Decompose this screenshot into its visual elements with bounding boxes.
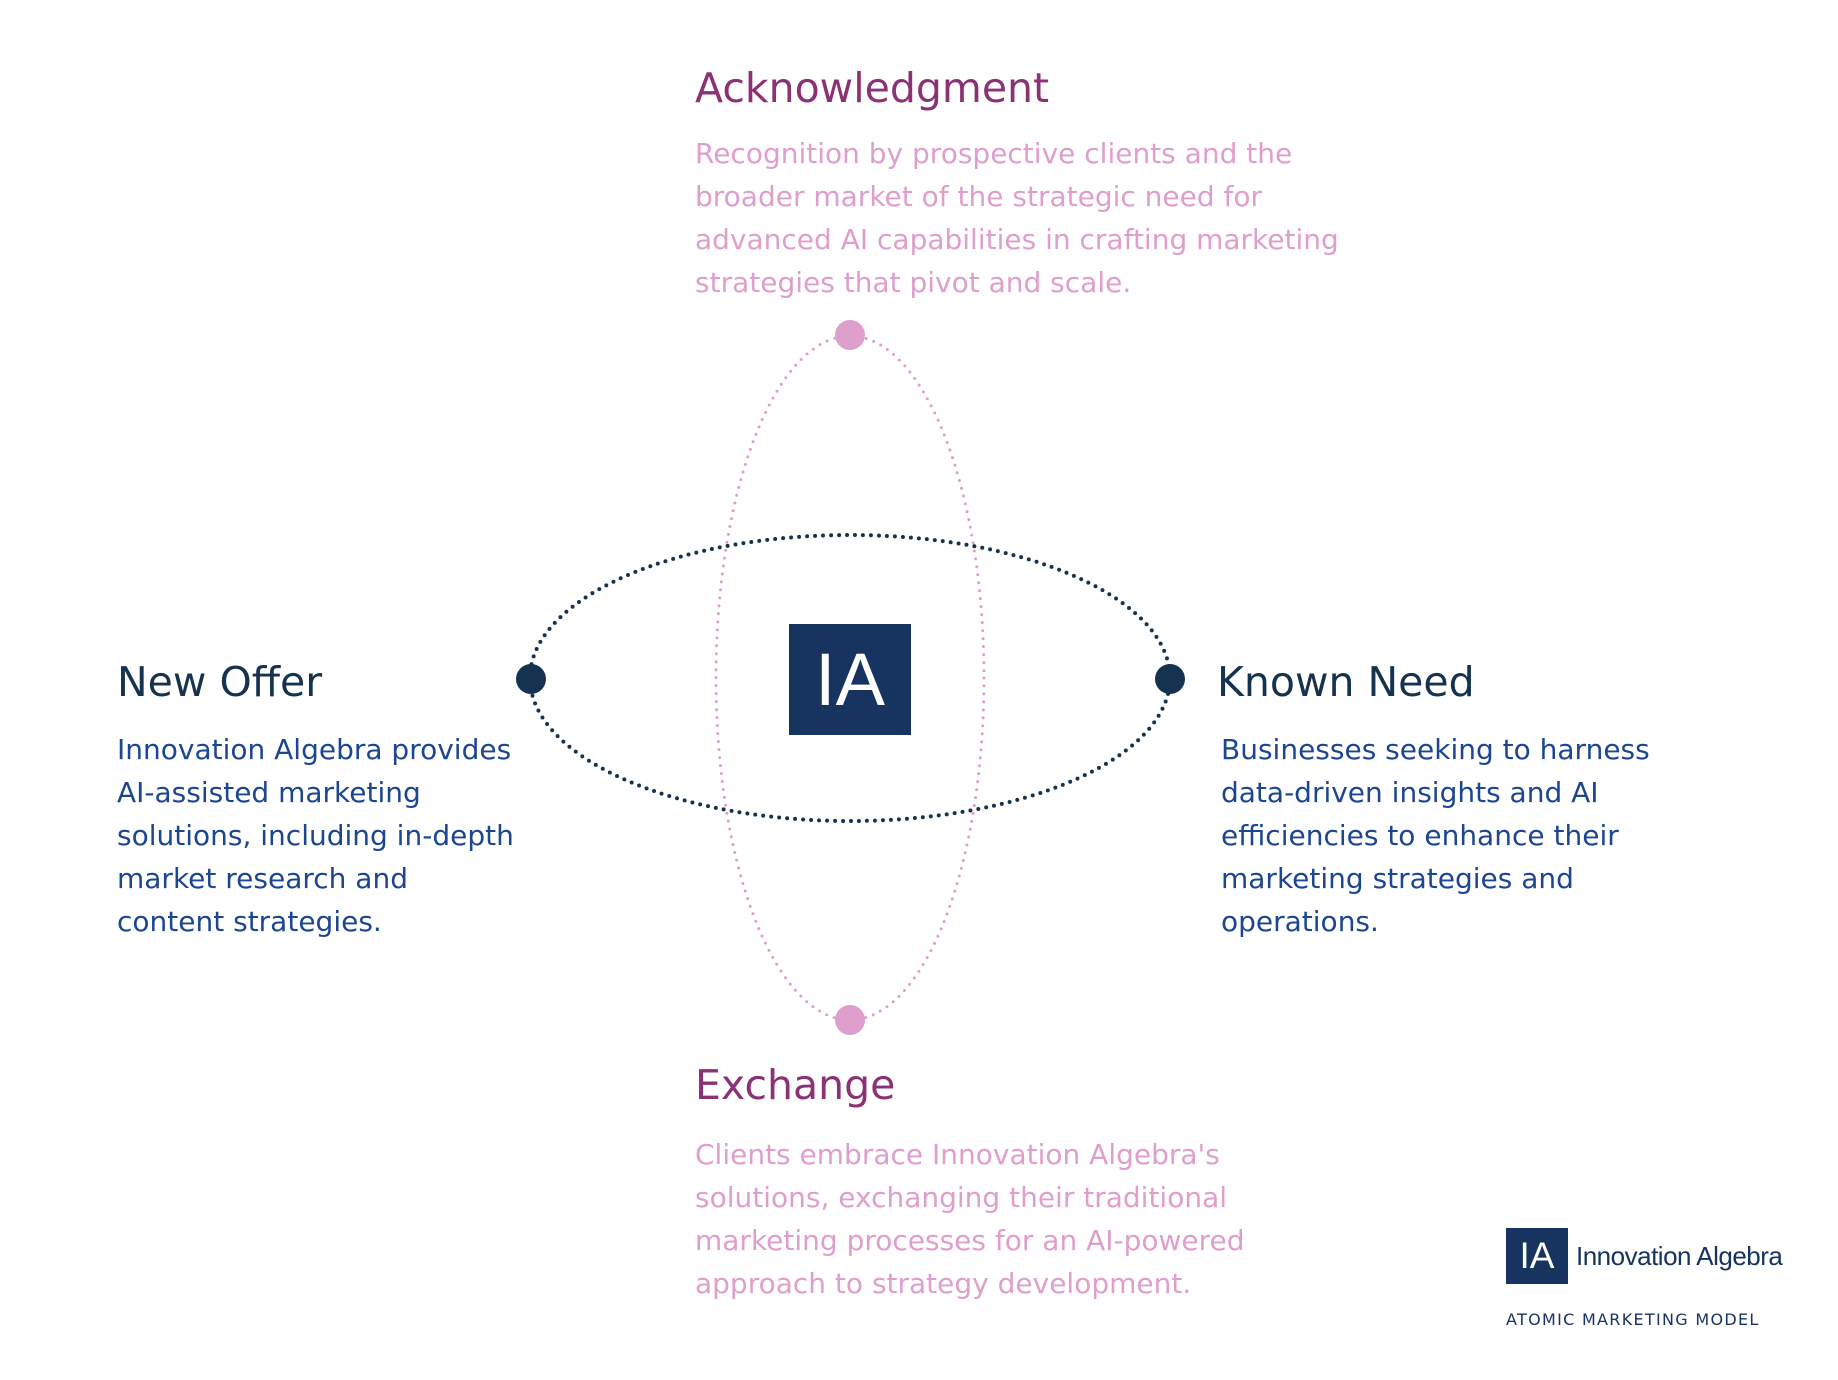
acknowledgment-node bbox=[835, 320, 865, 350]
acknowledgment-line: Recognition by prospective clients and t… bbox=[695, 137, 1293, 170]
exchange-line: approach to strategy development. bbox=[695, 1267, 1192, 1300]
new-offer-line: AI-assisted marketing bbox=[117, 776, 421, 809]
brand-logo-box: IA bbox=[1506, 1228, 1568, 1284]
exchange-line: Clients embrace Innovation Algebra's bbox=[695, 1138, 1220, 1171]
new-offer-line: market research and bbox=[117, 862, 408, 895]
brand-name: Innovation Algebra bbox=[1576, 1241, 1783, 1271]
exchange-description: Clients embrace Innovation Algebra's sol… bbox=[695, 1133, 1245, 1305]
known-need-description: Businesses seeking to harness data-drive… bbox=[1221, 728, 1650, 943]
acknowledgment-line: advanced AI capabilities in crafting mar… bbox=[695, 223, 1339, 256]
known-need-line: marketing strategies and bbox=[1221, 862, 1574, 895]
acknowledgment-line: strategies that pivot and scale. bbox=[695, 266, 1132, 299]
brand-subtitle: ATOMIC MARKETING MODEL bbox=[1506, 1310, 1760, 1329]
acknowledgment-line: broader market of the strategic need for bbox=[695, 180, 1263, 213]
known-need-line: efficiencies to enhance their bbox=[1221, 819, 1619, 852]
known-need-line: data-driven insights and AI bbox=[1221, 776, 1599, 809]
exchange-line: solutions, exchanging their traditional bbox=[695, 1181, 1228, 1214]
known-need-line: operations. bbox=[1221, 905, 1379, 938]
center-ia-logo: IA bbox=[789, 624, 911, 735]
new-offer-line: content strategies. bbox=[117, 905, 382, 938]
exchange-title: Exchange bbox=[695, 1061, 896, 1109]
known-need-line: Businesses seeking to harness bbox=[1221, 733, 1650, 766]
exchange-line: marketing processes for an AI-powered bbox=[695, 1224, 1245, 1257]
known-need-title: Known Need bbox=[1217, 658, 1475, 706]
new-offer-line: Innovation Algebra provides bbox=[117, 733, 512, 766]
new-offer-node bbox=[516, 664, 546, 694]
acknowledgment-title: Acknowledgment bbox=[695, 64, 1050, 112]
acknowledgment-description: Recognition by prospective clients and t… bbox=[695, 132, 1339, 304]
new-offer-title: New Offer bbox=[117, 658, 323, 706]
known-need-node bbox=[1155, 664, 1185, 694]
new-offer-description: Innovation Algebra provides AI-assisted … bbox=[117, 728, 514, 943]
exchange-node bbox=[835, 1005, 865, 1035]
new-offer-line: solutions, including in-depth bbox=[117, 819, 514, 852]
